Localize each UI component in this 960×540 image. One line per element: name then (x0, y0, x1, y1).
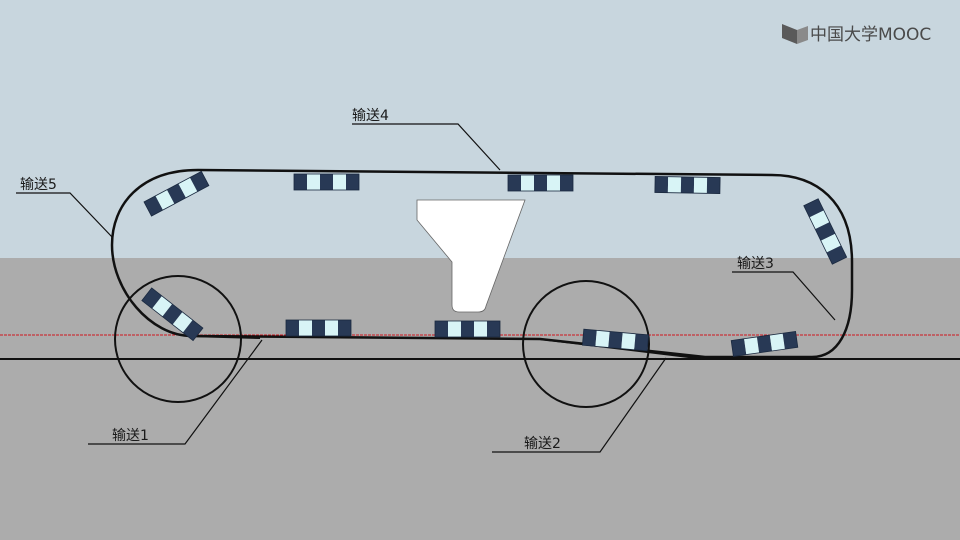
leader-line-5 (16, 192, 114, 239)
label-conveyor-3: 输送3 (737, 256, 774, 272)
carrier-group (141, 170, 848, 357)
carrier-4 (654, 176, 721, 194)
label-conveyor-1: 输送1 (112, 428, 149, 444)
brand-text: 中国大学MOOC (810, 25, 931, 45)
loop-track (110, 168, 854, 359)
track-segment-1 (187, 335, 261, 339)
label-conveyor-4: 输送4 (352, 108, 389, 124)
leader-line-1 (88, 339, 263, 445)
feed-hopper (416, 199, 526, 313)
leader-line-2 (492, 357, 667, 453)
carrier-1 (143, 170, 210, 217)
carrier-3 (507, 174, 574, 192)
leader-line-3 (732, 271, 836, 321)
highlight-circle-2 (522, 280, 650, 408)
carrier-10 (141, 287, 204, 342)
highlight-circle-1 (114, 275, 242, 403)
mooc-logo-icon (782, 24, 808, 44)
label-conveyor-5: 输送5 (20, 177, 57, 193)
carrier-5 (803, 198, 848, 265)
carrier-9 (730, 331, 799, 357)
label-conveyor-2: 输送2 (524, 436, 561, 452)
carrier-6 (285, 319, 352, 337)
carrier-2 (293, 173, 360, 191)
carrier-7 (434, 320, 501, 338)
carrier-8 (581, 328, 650, 352)
leader-line-4 (352, 123, 501, 171)
